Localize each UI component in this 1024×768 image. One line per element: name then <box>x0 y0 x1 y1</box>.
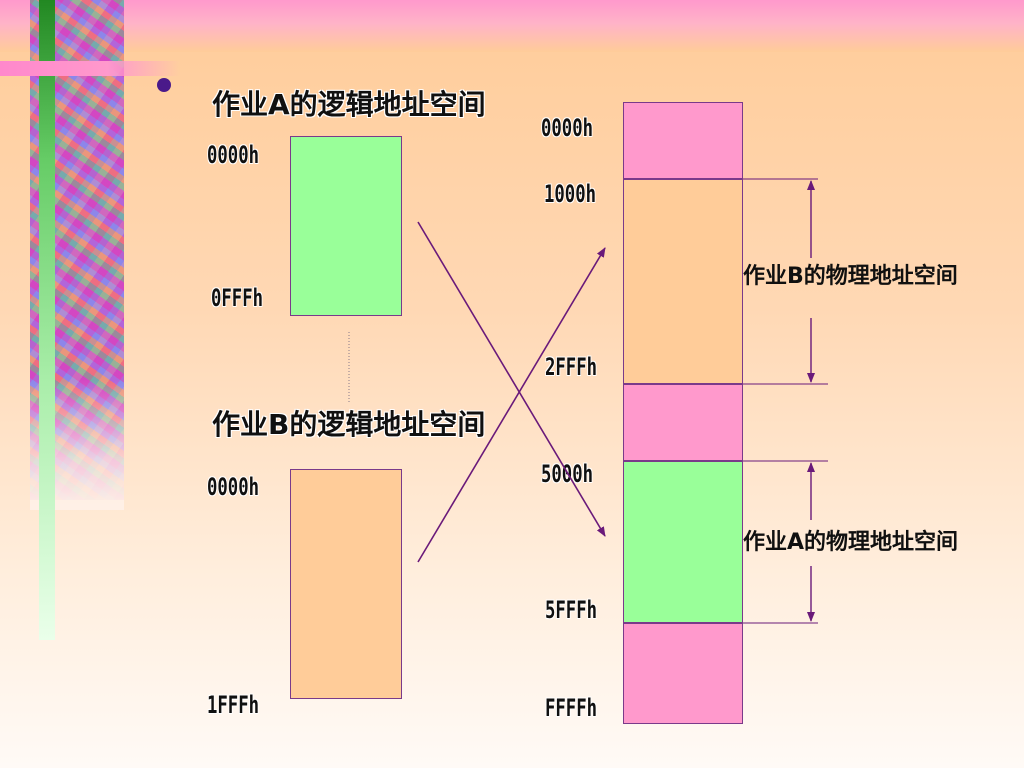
logical-b-block <box>290 469 402 699</box>
horizontal-accent-bar <box>0 61 180 76</box>
physical-address-label: FFFFh <box>545 694 598 722</box>
mapping-arrow-job-a <box>417 221 606 537</box>
logical-a-title: 作业A的逻辑地址空间 <box>212 88 486 121</box>
physical-free-region-bottom <box>623 623 743 724</box>
physical-region-b-label: 作业B的物理地址空间 <box>743 264 958 289</box>
bullet-icon <box>157 78 171 92</box>
physical-region-job-a <box>623 461 743 623</box>
physical-free-region-middle <box>623 384 743 461</box>
logical-b-end-label: 1FFFh <box>207 691 260 719</box>
physical-address-label: 5FFFh <box>545 596 598 624</box>
physical-free-region-top <box>623 102 743 179</box>
logical-a-start-label: 0000h <box>207 141 260 169</box>
physical-address-label: 0000h <box>541 114 594 142</box>
title-bar-background <box>0 0 1024 52</box>
physical-region-job-b <box>623 179 743 384</box>
logical-a-end-label: 0FFFh <box>211 284 264 312</box>
logical-b-title: 作业B的逻辑地址空间 <box>212 408 486 441</box>
physical-address-label: 1000h <box>544 180 597 208</box>
mapping-arrow-job-b <box>417 247 606 563</box>
vertical-accent-bar <box>39 0 55 640</box>
physical-address-label: 2FFFh <box>545 353 598 381</box>
logical-b-start-label: 0000h <box>207 473 260 501</box>
logical-a-block <box>290 136 402 316</box>
physical-address-label: 5000h <box>541 460 594 488</box>
physical-region-a-label: 作业A的物理地址空间 <box>743 530 959 555</box>
